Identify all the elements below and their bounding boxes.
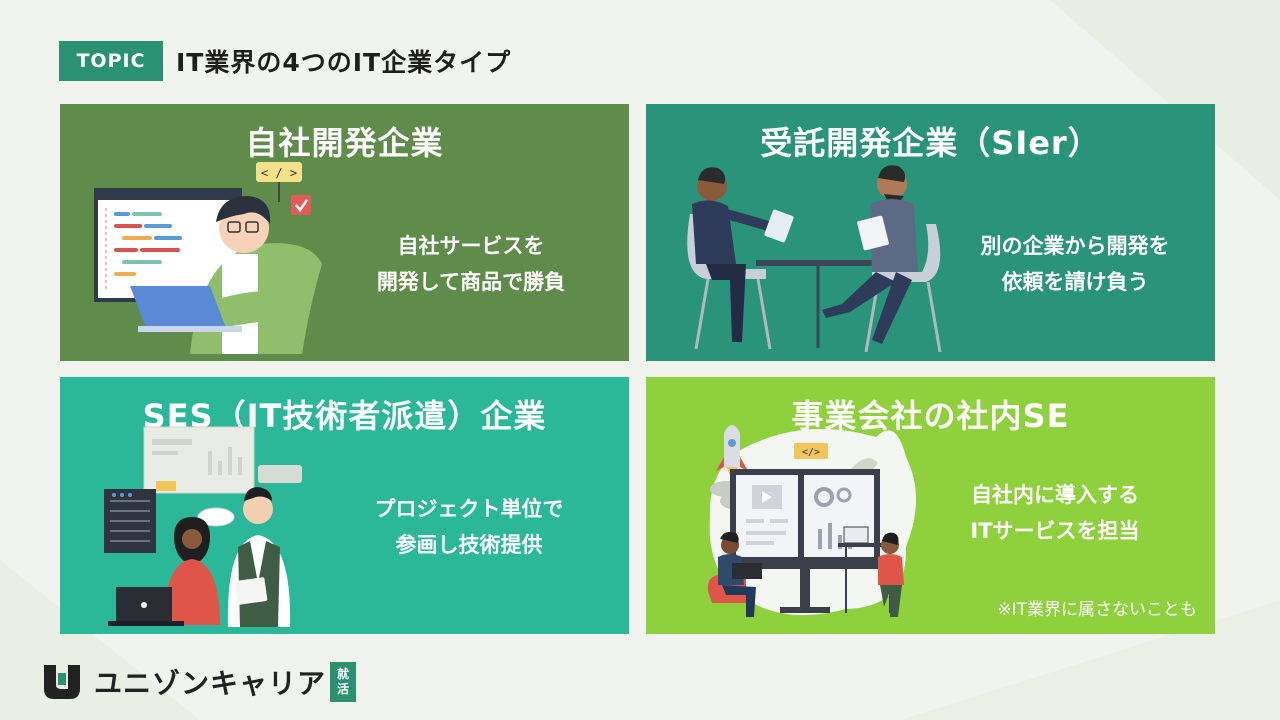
- card-in-house-development: 自社開発企業 < / > 自社サービスを 開発して商品: [60, 104, 629, 361]
- card-description: 自社内に導入する ITサービスを担当: [970, 483, 1140, 543]
- page-title: IT業界の4つのIT企業タイプ: [176, 48, 512, 77]
- card-title: 受託開発企業（SIer）: [760, 124, 1101, 162]
- card-note: ※IT業界に属さないことも: [997, 600, 1197, 620]
- card-contract-development: 受託開発企業（SIer） 別の企業から開発を 依頼を請け負う: [646, 104, 1215, 361]
- meeting-illustration: [687, 165, 942, 353]
- brand-logo: ユニゾンキャリア 就 活: [40, 662, 357, 702]
- logo-mark-icon: [44, 665, 80, 699]
- card-description: プロジェクト単位で 参画し技術提供: [374, 497, 564, 557]
- card-description: 自社サービスを 開発して商品で勝負: [376, 234, 566, 294]
- card-description: 別の企業から開発を 依頼を請け負う: [980, 234, 1170, 294]
- card-ses: SES（IT技術者派遣）企業 プロジェクト単位で 参画し技術提供: [60, 377, 629, 634]
- card-title: 自社開発企業: [245, 124, 444, 162]
- code-tag-icon: </>: [802, 447, 820, 458]
- code-tag-icon: < / >: [261, 166, 297, 180]
- internal-se-illustration: </>: [707, 425, 916, 617]
- logo-text: ユニゾンキャリア: [94, 667, 327, 700]
- logo-badge: 就 活: [330, 662, 357, 702]
- topic-badge: TOPIC: [59, 41, 163, 81]
- team-illustration: [104, 426, 302, 627]
- card-title: 事業会社の社内SE: [791, 397, 1070, 435]
- developer-illustration: < / >: [94, 162, 322, 354]
- card-internal-se: 事業会社の社内SE </>: [646, 377, 1215, 634]
